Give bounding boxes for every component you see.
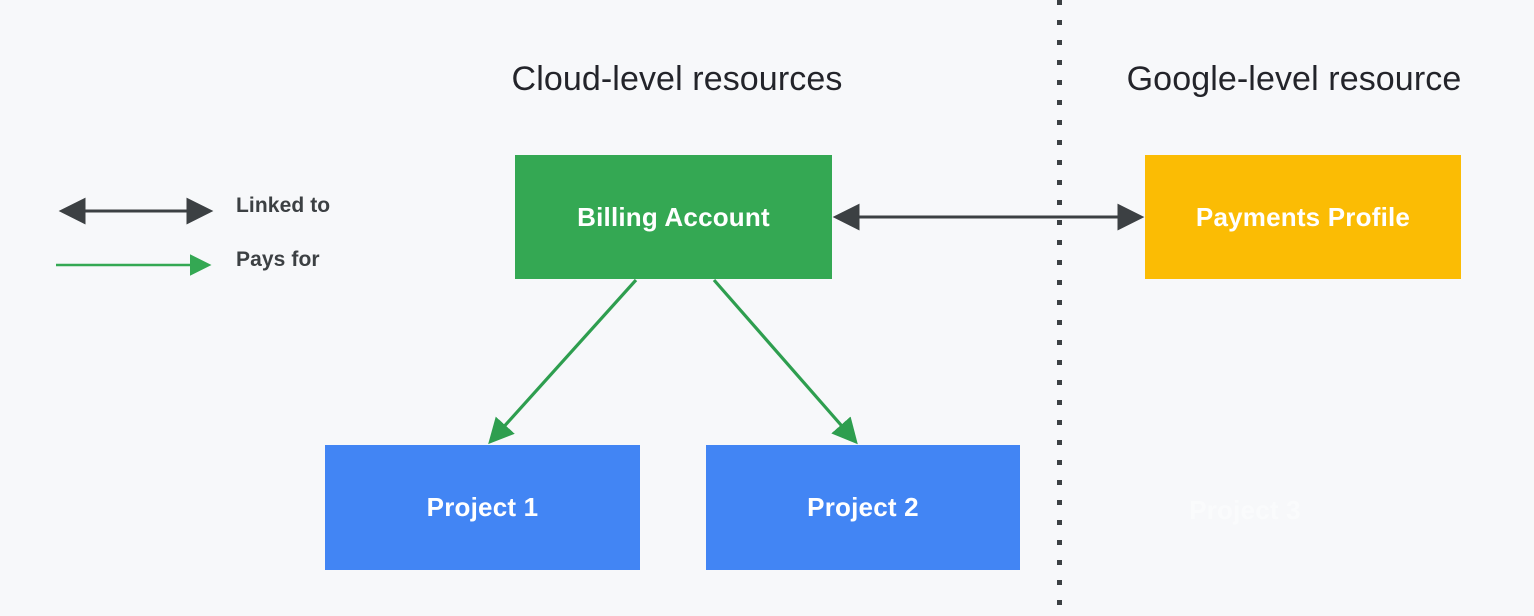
legend-item-pays-for: Pays for	[40, 242, 400, 296]
node-billing-account-label: Billing Account	[577, 201, 770, 232]
legend-label-pays-for: Pays for	[236, 248, 320, 271]
legend: Linked to Pays for	[40, 188, 400, 296]
edge-billing-account-to-project-2	[712, 278, 858, 445]
node-payments-profile-label: Payments Profile	[1195, 201, 1411, 232]
heading-google-level-resource: Google-level resource	[1126, 60, 1462, 98]
node-payments-profile[interactable]: Payments Profile	[1145, 155, 1461, 279]
node-billing-account[interactable]: Billing Account	[515, 155, 832, 279]
node-project-2-label: Project 2	[807, 492, 919, 522]
section-divider-dotted-line	[1057, 0, 1062, 616]
single-headed-arrow-icon	[56, 254, 212, 276]
legend-item-linked-to: Linked to	[40, 188, 400, 242]
node-project-1[interactable]: Project 1	[325, 445, 640, 570]
node-project-1-label: Project 1	[426, 492, 539, 522]
legend-label-linked-to: Linked to	[236, 194, 331, 217]
double-headed-arrow-icon	[58, 197, 214, 225]
heading-cloud-level-resources: Cloud-level resources	[511, 60, 843, 98]
node-project-3-label: Project 3	[1189, 494, 1301, 525]
edge-billing-account-to-project-1	[488, 278, 638, 445]
node-project-2[interactable]: Project 2	[706, 445, 1020, 570]
